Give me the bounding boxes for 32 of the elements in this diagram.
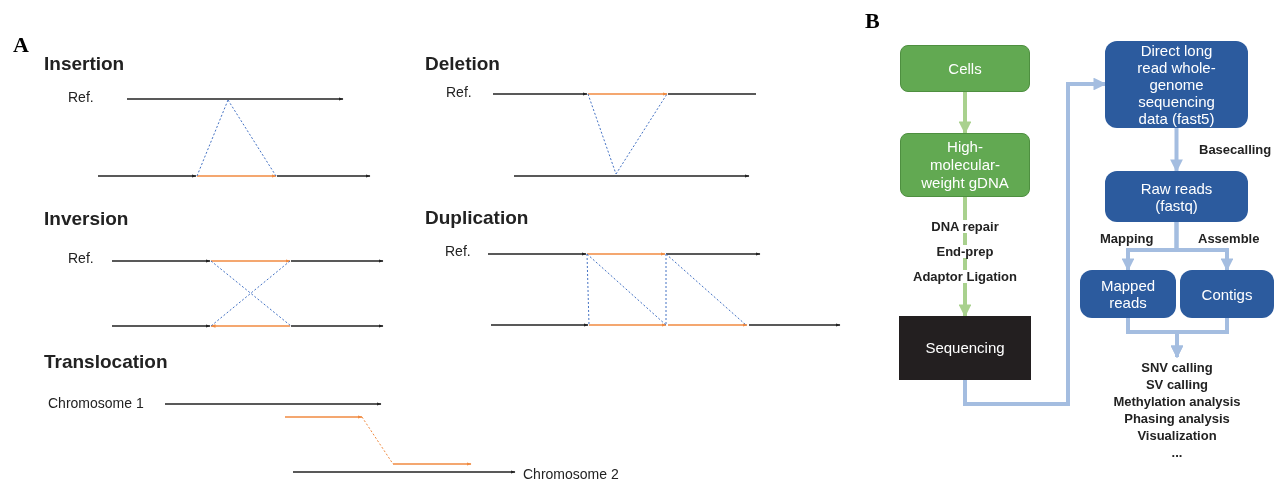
- line-label: Ref.: [68, 251, 94, 265]
- arrow: [1174, 222, 1234, 272]
- edge-label: Basecalling: [1197, 143, 1274, 156]
- line-label: Ref.: [68, 90, 94, 104]
- panel-letter: B: [865, 10, 880, 32]
- section-title: Deletion: [425, 54, 500, 73]
- line-label: Ref.: [445, 244, 471, 258]
- process-box: Sequencing: [899, 316, 1031, 380]
- line-label: Ref.: [446, 85, 472, 99]
- process-box: Mapped reads: [1080, 270, 1176, 318]
- edge-label: Mapping: [1098, 232, 1156, 245]
- step-label: End-prep: [934, 245, 996, 258]
- arrow: [1170, 128, 1183, 173]
- section-title: Insertion: [44, 54, 125, 73]
- edge-label: Assemble: [1196, 232, 1262, 245]
- process-box: Direct long read whole-genome sequencing data (fast5): [1105, 41, 1248, 128]
- process-box: Raw reads (fastq): [1105, 171, 1248, 222]
- step-label: Adaptor Ligation: [911, 270, 1019, 283]
- process-box: Contigs: [1180, 270, 1274, 318]
- arrow: [958, 92, 972, 135]
- arrow: [963, 77, 1107, 406]
- section-title: Inversion: [44, 209, 129, 228]
- section-title: Translocation: [44, 352, 168, 371]
- line-label: Chromosome 2: [523, 467, 619, 481]
- arrow: [1170, 318, 1229, 359]
- step-label: DNA repair: [929, 220, 1001, 233]
- line-label: Chromosome 1: [48, 396, 144, 410]
- analysis-list: SNV calling SV calling Methylation analysis Phasing analysis Visualization ...: [1095, 357, 1259, 463]
- section-title: Duplication: [425, 208, 529, 227]
- process-box: High-molecular-weight gDNA: [900, 133, 1030, 197]
- process-box: Cells: [900, 45, 1030, 92]
- panel-letter: A: [13, 34, 29, 56]
